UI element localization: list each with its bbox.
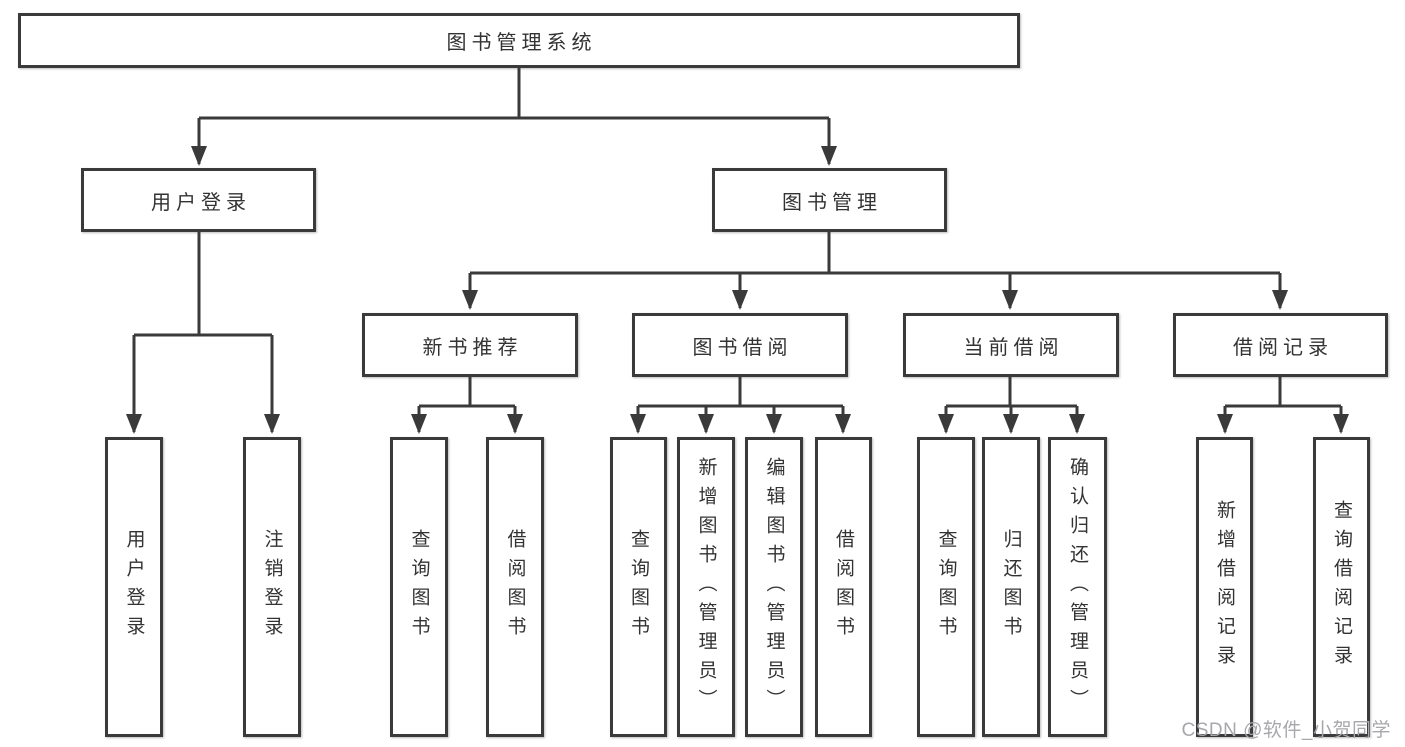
- leaf-cb-return-books: 归还图书: [982, 437, 1040, 737]
- leaf-bb-query-books-label: 查询图书: [628, 529, 649, 645]
- node-root-label: 图书管理系统: [446, 32, 597, 54]
- node-user-login: 用户登录: [81, 168, 316, 232]
- node-current-borrow-label: 当前借阅: [963, 336, 1064, 359]
- node-new-book-recommend: 新书推荐: [362, 313, 578, 377]
- leaf-cb-confirm-return-admin: 确认归还（管理员）: [1048, 437, 1107, 737]
- leaf-logout-login: 注销登录: [243, 437, 301, 737]
- leaf-nbr-borrow-books-label: 借阅图书: [504, 529, 526, 645]
- node-book-borrow-label: 图书借阅: [692, 336, 793, 359]
- leaf-nbr-borrow-books: 借阅图书: [486, 437, 544, 737]
- node-current-borrow: 当前借阅: [903, 313, 1119, 377]
- leaf-bb-edit-books-admin-label: 编辑图书（管理员）: [763, 456, 785, 718]
- node-book-management-label: 图书管理: [782, 191, 882, 214]
- node-book-management: 图书管理: [712, 168, 947, 232]
- leaf-user-login-label: 用户登录: [123, 529, 145, 645]
- leaf-bb-add-books-admin-label: 新增图书（管理员）: [695, 456, 717, 718]
- node-book-borrow: 图书借阅: [632, 313, 848, 377]
- leaf-user-login: 用户登录: [105, 437, 163, 737]
- leaf-logout-login-label: 注销登录: [261, 529, 283, 645]
- leaf-nbr-query-books: 查询图书: [390, 437, 448, 737]
- node-borrow-records: 借阅记录: [1173, 313, 1388, 377]
- leaf-bb-query-books: 查询图书: [610, 437, 667, 737]
- leaf-bb-edit-books-admin: 编辑图书（管理员）: [745, 437, 803, 737]
- leaf-cb-query-books: 查询图书: [917, 437, 975, 737]
- leaf-br-add-record-label: 新增借阅记录: [1214, 500, 1235, 674]
- leaf-br-query-record: 查询借阅记录: [1313, 437, 1370, 737]
- leaf-nbr-query-books-label: 查询图书: [408, 529, 430, 645]
- leaf-br-query-record-label: 查询借阅记录: [1331, 500, 1352, 674]
- watermark: CSDN @软件_小贺同学: [1181, 720, 1391, 741]
- leaf-cb-return-books-label: 归还图书: [1000, 529, 1022, 645]
- node-user-login-label: 用户登录: [151, 191, 251, 214]
- node-root: 图书管理系统: [18, 13, 1020, 68]
- node-new-book-recommend-label: 新书推荐: [422, 336, 523, 359]
- node-borrow-records-label: 借阅记录: [1233, 336, 1333, 359]
- leaf-bb-borrow-books: 借阅图书: [815, 437, 872, 737]
- leaf-bb-add-books-admin: 新增图书（管理员）: [677, 437, 735, 737]
- leaf-br-add-record: 新增借阅记录: [1196, 437, 1253, 737]
- leaf-cb-query-books-label: 查询图书: [935, 529, 957, 645]
- leaf-bb-borrow-books-label: 借阅图书: [833, 529, 854, 645]
- leaf-cb-confirm-return-admin-label: 确认归还（管理员）: [1067, 456, 1088, 718]
